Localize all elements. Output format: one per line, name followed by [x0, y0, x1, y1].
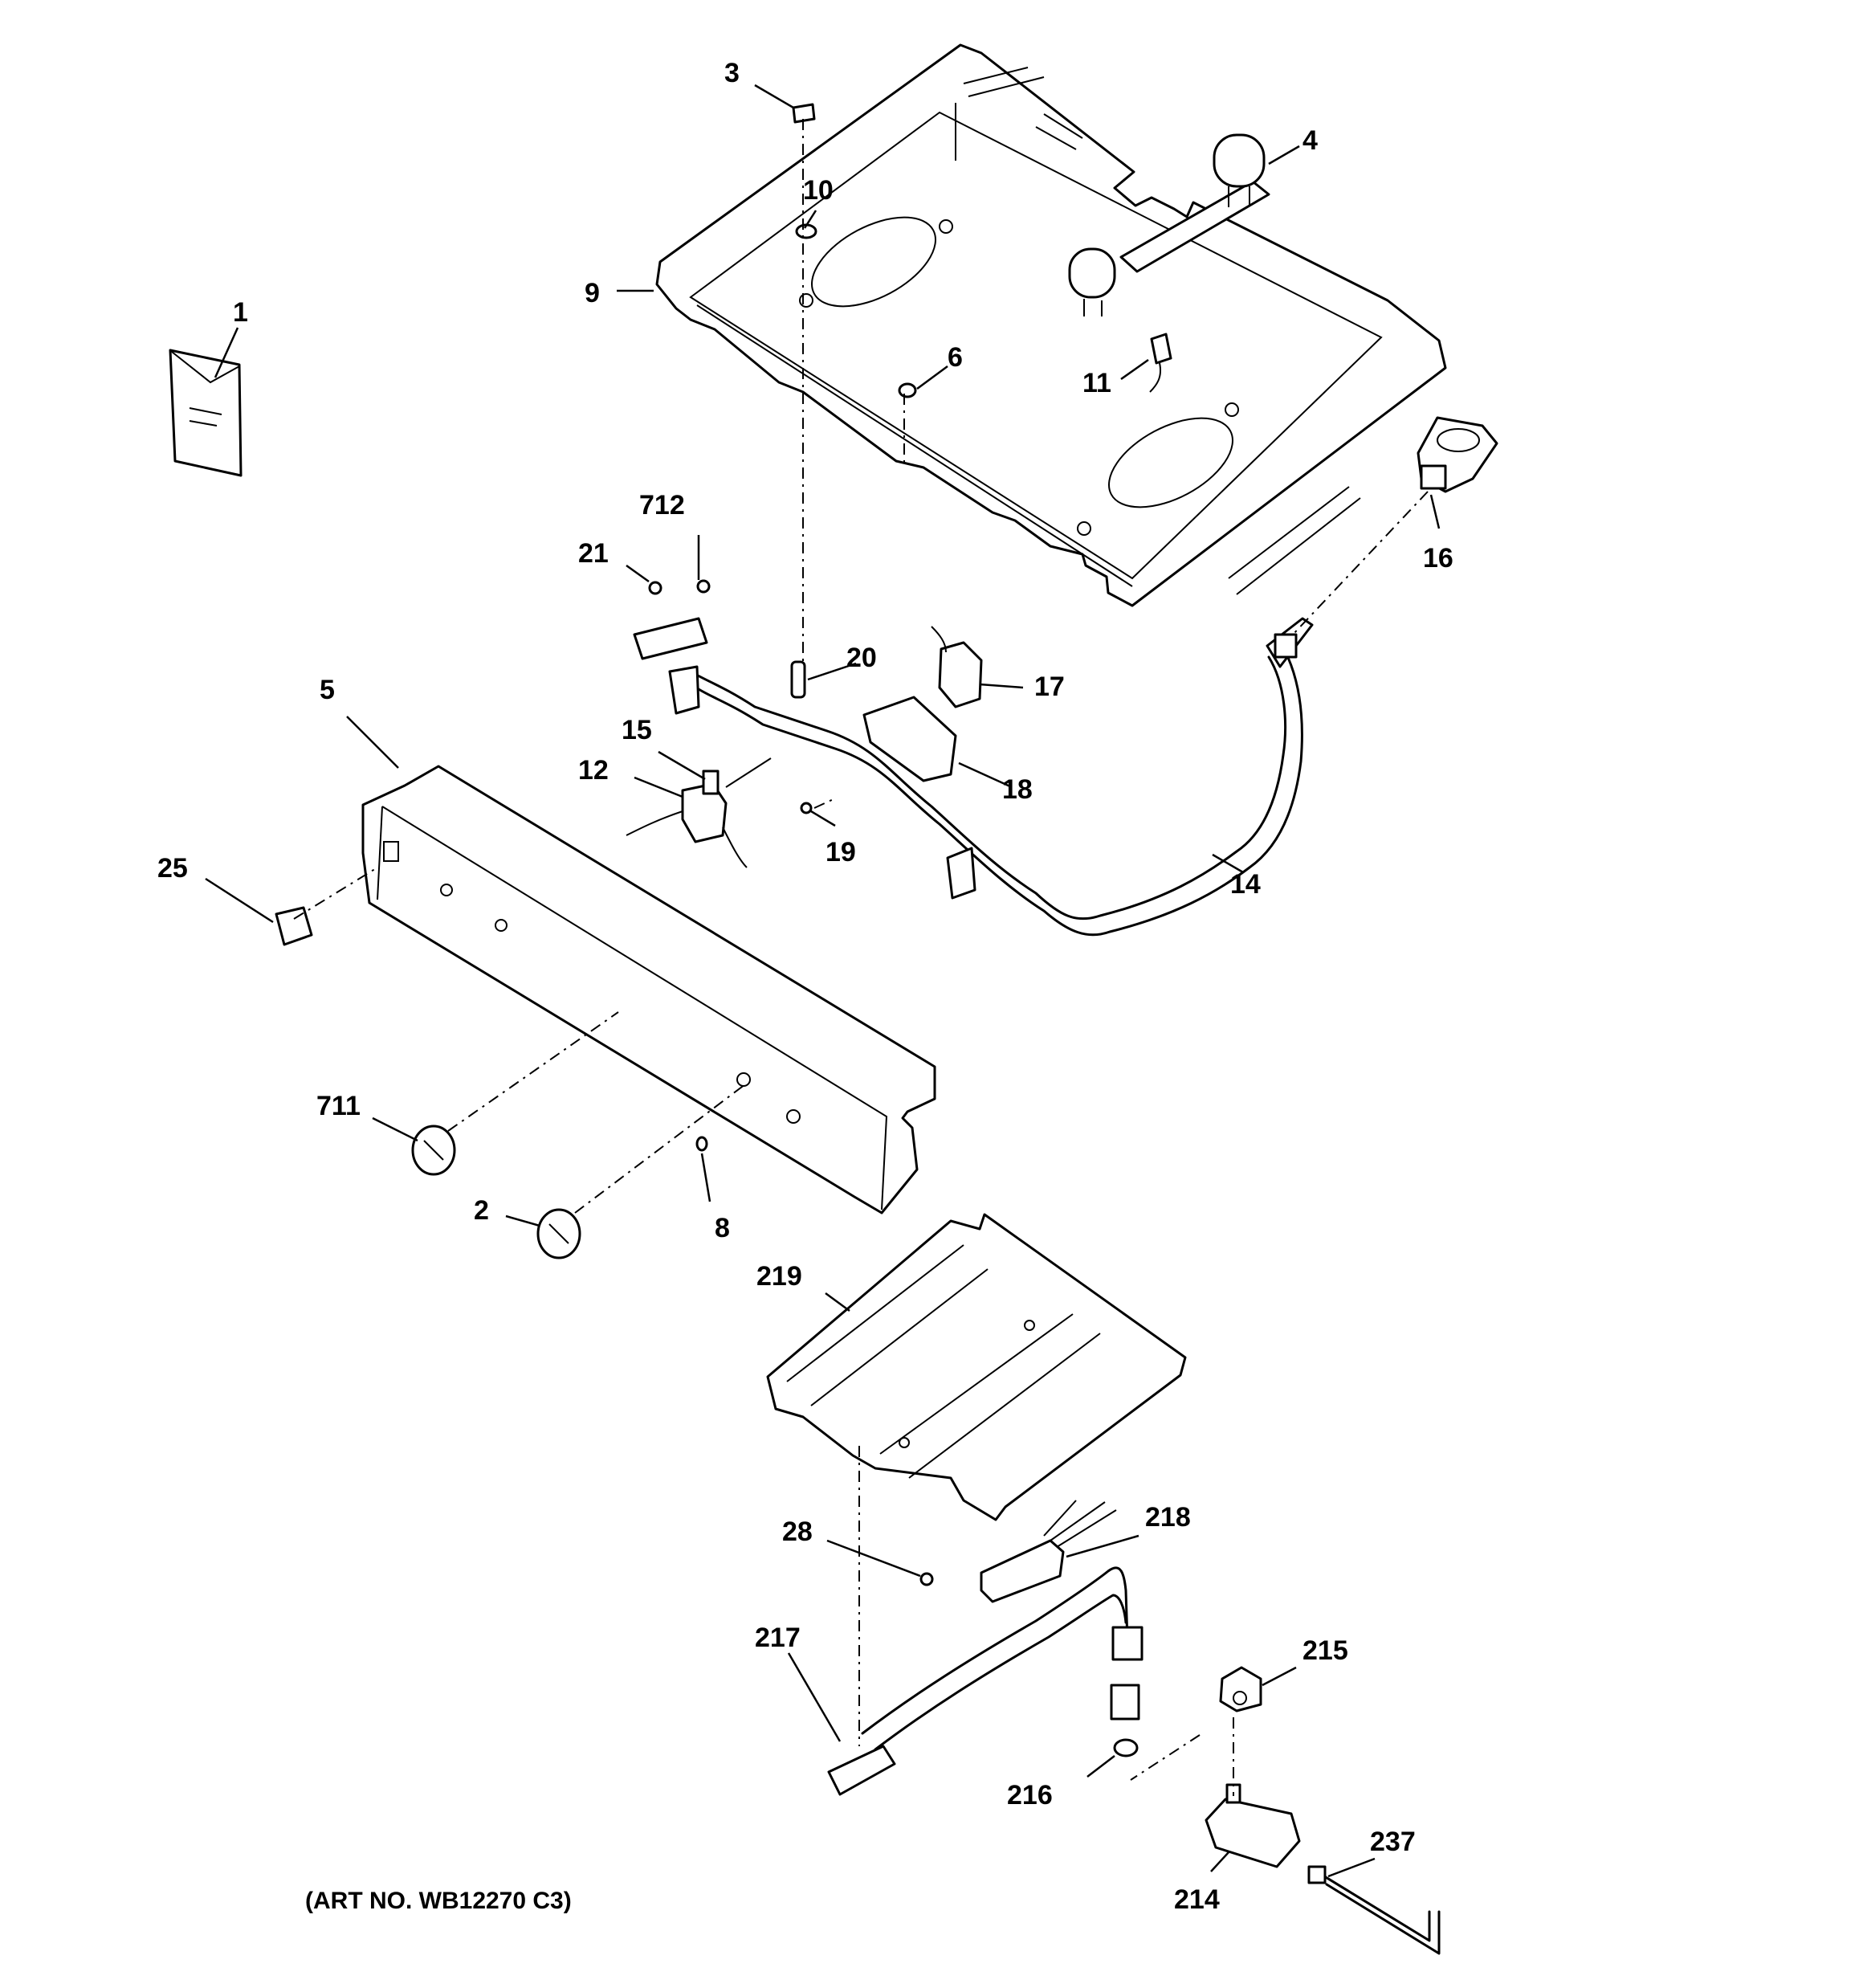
- part-18-switch-board: [862, 696, 957, 782]
- label-9: 9: [585, 278, 600, 308]
- part-5-control-panel: [361, 765, 936, 1214]
- label-711: 711: [316, 1091, 361, 1121]
- label-3: 3: [724, 58, 740, 88]
- part-9-burner-box: [655, 43, 1447, 607]
- label-18: 18: [1002, 774, 1033, 805]
- part-712-screw: [696, 579, 711, 594]
- part-2-knob: [536, 1208, 581, 1259]
- label-12: 12: [578, 755, 609, 786]
- label-214: 214: [1174, 1884, 1220, 1915]
- part-215-bracket: [1219, 1666, 1262, 1712]
- callout-labels: 1 2 3 4 5 6 8 9 10 11 12 14 15 16 17 18 …: [157, 58, 1453, 1915]
- part-237-tubing: [1307, 1865, 1441, 1955]
- label-14: 14: [1230, 869, 1261, 900]
- label-216: 216: [1007, 1780, 1053, 1810]
- art-number-caption: (ART NO. WB12270 C3): [305, 1888, 572, 1914]
- label-2: 2: [474, 1195, 489, 1226]
- label-215: 215: [1302, 1635, 1348, 1666]
- label-10: 10: [803, 175, 834, 206]
- part-1-envelope: [169, 349, 243, 477]
- part-6-screw: [898, 382, 917, 398]
- part-4-igniters: [1068, 133, 1270, 316]
- part-25-switch: [275, 906, 313, 946]
- label-1: 1: [233, 297, 248, 328]
- part-217-burner-tube: [827, 1566, 1143, 1796]
- label-16: 16: [1423, 543, 1453, 574]
- part-11-clip: [1149, 333, 1172, 393]
- part-8-screw: [695, 1136, 708, 1152]
- label-20: 20: [846, 643, 877, 673]
- leader-lines: [205, 84, 1441, 1878]
- label-712: 712: [639, 490, 685, 520]
- label-21: 21: [578, 538, 609, 569]
- label-218: 218: [1145, 1502, 1191, 1533]
- part-711-knob: [411, 1125, 456, 1176]
- label-219: 219: [756, 1261, 802, 1292]
- label-217: 217: [755, 1623, 801, 1653]
- label-237: 237: [1370, 1827, 1416, 1857]
- label-25: 25: [157, 853, 188, 884]
- label-4: 4: [1302, 125, 1318, 156]
- alignment-lines: [293, 119, 1429, 1796]
- label-15: 15: [622, 715, 652, 745]
- part-14-manifold: [633, 617, 1314, 937]
- part-19-screw: [800, 802, 813, 814]
- label-17: 17: [1034, 672, 1065, 702]
- part-219-shield: [766, 1213, 1187, 1521]
- label-8: 8: [715, 1213, 730, 1243]
- part-12-valve: [626, 757, 772, 868]
- part-20-orifice: [790, 660, 806, 699]
- part-17-switch: [931, 626, 983, 708]
- part-21-screw: [648, 581, 662, 595]
- part-218-connector: [980, 1500, 1117, 1603]
- label-19: 19: [826, 837, 856, 867]
- part-3-screw: [792, 103, 816, 124]
- part-28-clip: [919, 1572, 934, 1586]
- part-216-nut: [1110, 1684, 1140, 1757]
- part-214-valve: [1205, 1783, 1301, 1868]
- label-5: 5: [320, 675, 335, 705]
- label-28: 28: [782, 1517, 813, 1547]
- label-11: 11: [1082, 368, 1111, 398]
- part-16-regulator: [1417, 416, 1498, 493]
- label-6: 6: [948, 342, 963, 373]
